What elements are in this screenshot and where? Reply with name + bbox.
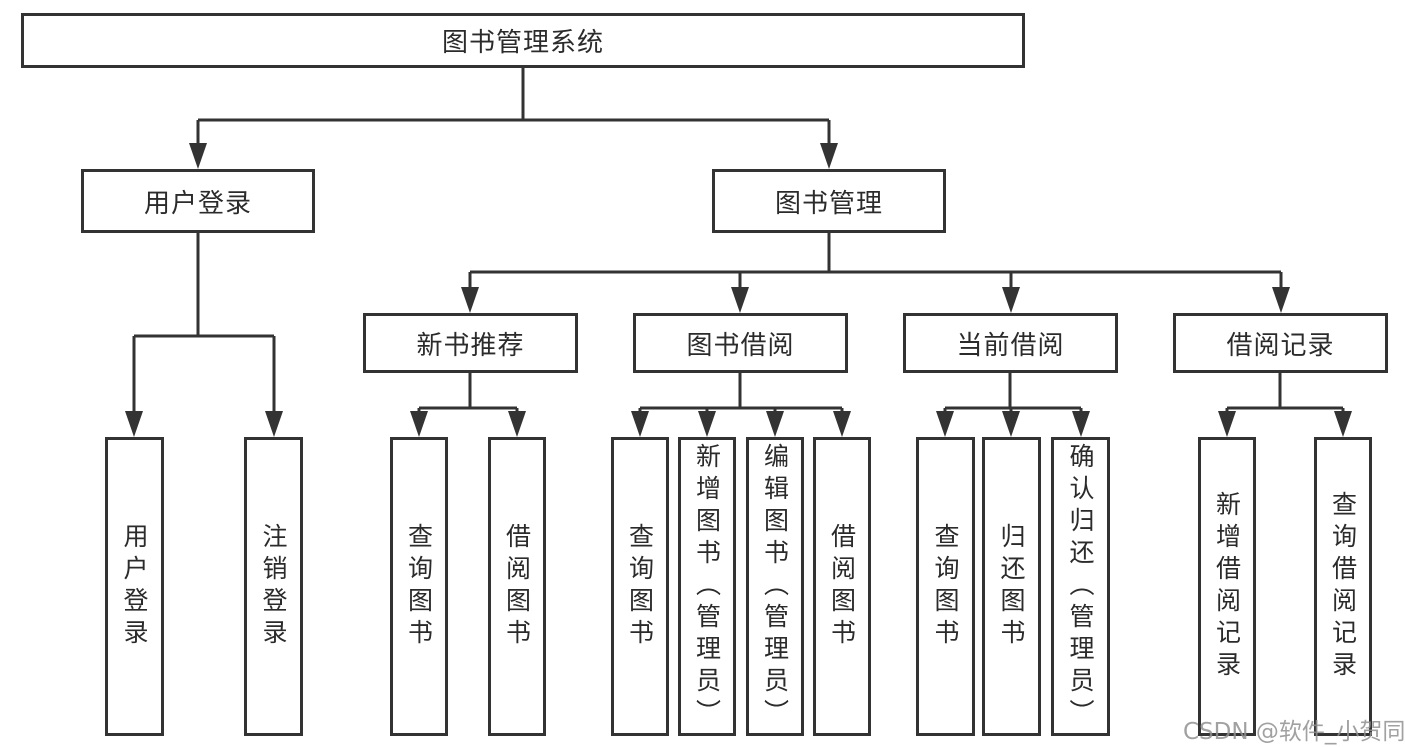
node-label: 确认归还（管理员）	[1066, 442, 1095, 731]
node-new-book-recommend: 新书推荐	[363, 313, 578, 373]
connector-root-to-level2	[189, 68, 838, 169]
node-logout-action: 注销登录	[244, 437, 303, 736]
node-records-search-record: 查询借阅记录	[1314, 437, 1372, 736]
connector-book-management-branch	[461, 233, 1290, 313]
node-label: 查询借阅记录	[1328, 490, 1358, 683]
connector-records-branch	[1218, 373, 1352, 437]
node-label: 新书推荐	[416, 330, 525, 361]
node-label: 查询图书	[625, 522, 655, 651]
connector-recommend-branch	[410, 373, 526, 437]
node-label: 注销登录	[259, 522, 288, 651]
node-label: 图书管理系统	[441, 28, 604, 58]
node-borrow-search-books: 查询图书	[611, 437, 669, 736]
node-label: 当前借阅	[956, 330, 1065, 361]
connector-user-login-branch	[125, 233, 283, 437]
node-label: 借阅图书	[827, 522, 857, 651]
node-label: 新增图书（管理员）	[692, 442, 722, 731]
node-current-return-books: 归还图书	[982, 437, 1041, 736]
connector-current-borrow-branch	[936, 373, 1090, 437]
node-label: 查询图书	[404, 522, 434, 651]
node-borrow-records: 借阅记录	[1173, 313, 1388, 373]
node-library-management-system: 图书管理系统	[21, 13, 1025, 68]
node-label: 借阅记录	[1226, 330, 1335, 361]
csdn-watermark: CSDN @软件_小贺同学	[1183, 719, 1405, 745]
node-label: 用户登录	[143, 188, 252, 219]
node-records-add-record: 新增借阅记录	[1198, 437, 1256, 736]
node-current-borrow: 当前借阅	[903, 313, 1118, 373]
node-book-management: 图书管理	[712, 169, 946, 233]
node-label: 新增借阅记录	[1212, 490, 1242, 683]
node-borrow-add-books-admin: 新增图书（管理员）	[678, 437, 736, 736]
node-book-borrow: 图书借阅	[633, 313, 848, 373]
node-current-search-books: 查询图书	[916, 437, 975, 736]
node-label: 用户登录	[120, 522, 149, 651]
node-label: 借阅图书	[502, 522, 532, 651]
connector-borrow-branch	[631, 373, 851, 437]
node-label: 归还图书	[997, 522, 1026, 651]
node-recommend-search-books: 查询图书	[390, 437, 448, 736]
node-borrow-borrow-books: 借阅图书	[813, 437, 871, 736]
node-user-login-action: 用户登录	[105, 437, 164, 736]
node-label: 图书借阅	[686, 330, 795, 361]
node-label: 查询图书	[931, 522, 960, 651]
node-label: 编辑图书（管理员）	[760, 442, 790, 731]
node-label: 图书管理	[774, 188, 883, 219]
node-recommend-borrow-books: 借阅图书	[488, 437, 546, 736]
node-current-confirm-return-admin: 确认归还（管理员）	[1051, 437, 1110, 736]
node-borrow-edit-books-admin: 编辑图书（管理员）	[746, 437, 804, 736]
node-user-login: 用户登录	[81, 169, 315, 233]
